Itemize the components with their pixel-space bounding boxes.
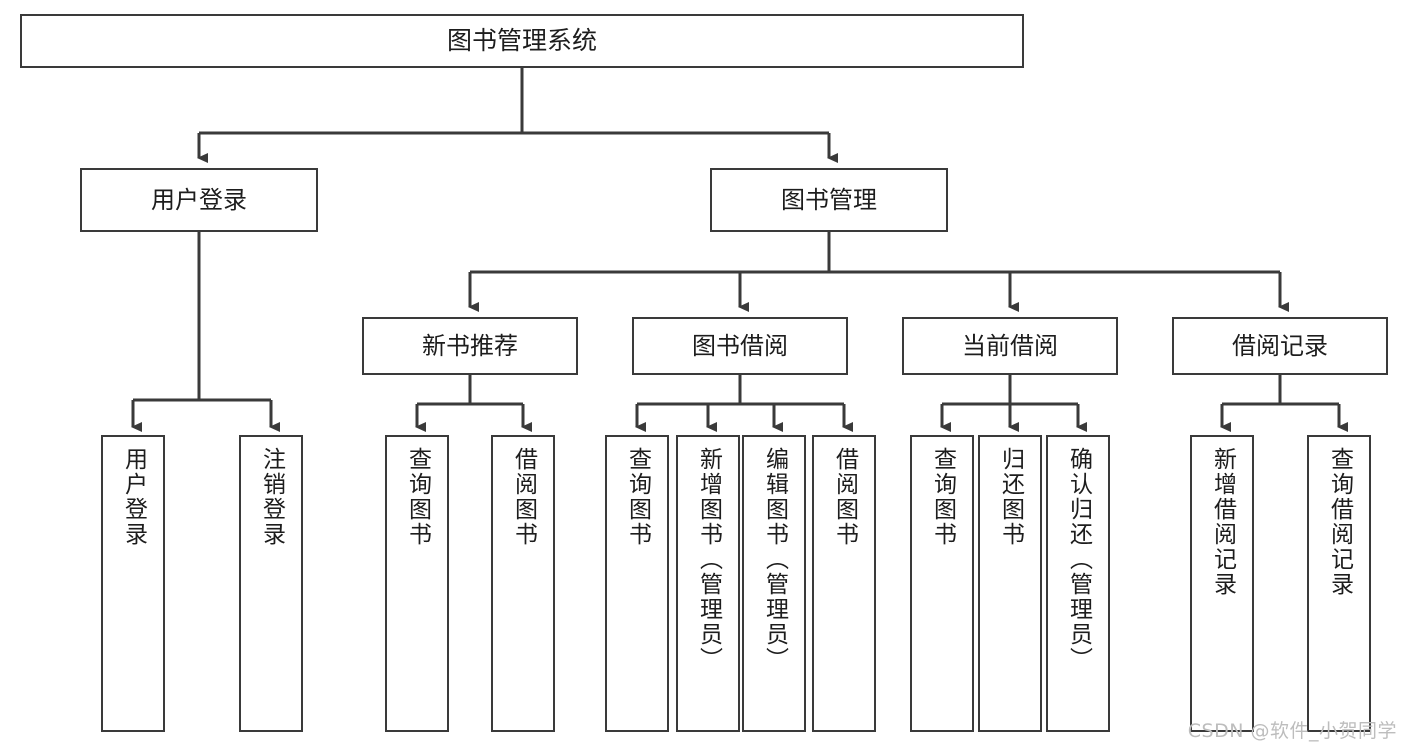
- node-root-system[interactable]: 图书管理系统: [20, 14, 1024, 68]
- leaf-borrow-record-add[interactable]: 新增借阅记录: [1190, 435, 1254, 732]
- leaf-user-login-login[interactable]: 用户登录: [101, 435, 165, 732]
- node-label: 查询借阅记录: [1326, 447, 1353, 597]
- leaf-current-borrow-return[interactable]: 归还图书: [978, 435, 1042, 732]
- node-book-management[interactable]: 图书管理: [710, 168, 948, 232]
- node-new-book-recommend[interactable]: 新书推荐: [362, 317, 578, 375]
- node-label: 用户登录: [120, 447, 147, 547]
- node-label: 编辑图书（管理员）: [761, 447, 788, 672]
- node-borrow-record[interactable]: 借阅记录: [1172, 317, 1388, 375]
- node-label: 借阅图书: [831, 447, 858, 547]
- node-label: 查询图书: [404, 447, 431, 547]
- leaf-borrow-record-query[interactable]: 查询借阅记录: [1307, 435, 1371, 732]
- node-label: 确认归还（管理员）: [1065, 447, 1092, 672]
- leaf-book-borrow-borrow[interactable]: 借阅图书: [812, 435, 876, 732]
- node-label: 新增借阅记录: [1209, 447, 1236, 597]
- node-book-borrow[interactable]: 图书借阅: [632, 317, 848, 375]
- csdn-watermark: CSDN @软件_小贺同学: [1187, 720, 1397, 742]
- node-label: 查询图书: [624, 447, 651, 547]
- leaf-book-borrow-edit[interactable]: 编辑图书（管理员）: [742, 435, 806, 732]
- node-label: 用户登录: [151, 185, 247, 214]
- node-current-borrow[interactable]: 当前借阅: [902, 317, 1118, 375]
- node-label: 新增图书（管理员）: [695, 447, 722, 672]
- node-label: 当前借阅: [962, 331, 1058, 360]
- node-label: 新书推荐: [422, 331, 518, 360]
- leaf-new-book-query[interactable]: 查询图书: [385, 435, 449, 732]
- leaf-current-borrow-query[interactable]: 查询图书: [910, 435, 974, 732]
- leaf-book-borrow-query[interactable]: 查询图书: [605, 435, 669, 732]
- leaf-new-book-borrow[interactable]: 借阅图书: [491, 435, 555, 732]
- node-label: 查询图书: [929, 447, 956, 547]
- node-label: 借阅图书: [510, 447, 537, 547]
- leaf-current-borrow-confirm-return[interactable]: 确认归还（管理员）: [1046, 435, 1110, 732]
- leaf-user-login-logout[interactable]: 注销登录: [239, 435, 303, 732]
- node-label: 图书管理: [781, 185, 877, 214]
- node-label: 借阅记录: [1232, 331, 1328, 360]
- node-label: 图书借阅: [692, 331, 788, 360]
- leaf-book-borrow-add[interactable]: 新增图书（管理员）: [676, 435, 740, 732]
- node-label: 图书管理系统: [446, 26, 597, 55]
- node-label: 注销登录: [258, 447, 285, 547]
- node-user-login[interactable]: 用户登录: [80, 168, 318, 232]
- node-label: 归还图书: [997, 447, 1024, 547]
